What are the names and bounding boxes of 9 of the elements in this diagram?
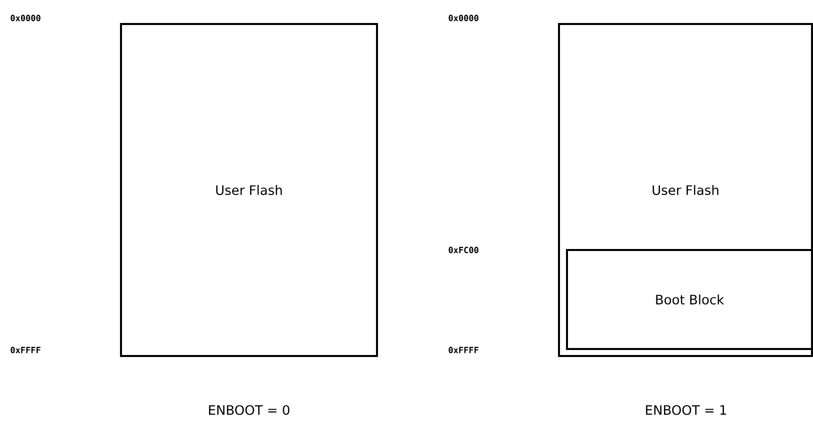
setting-label: ENBOOT = 0 (209, 405, 290, 415)
address-label: 0xFFFF (448, 346, 478, 354)
address-label: 0xFC00 (448, 246, 478, 254)
memory-region-box: User Flash (120, 23, 378, 357)
address-label: 0xFFFF (10, 346, 40, 354)
address-label: 0x0000 (448, 14, 478, 22)
setting-label: ENBOOT = 1 (646, 405, 726, 415)
address-label: 0x0000 (10, 14, 40, 22)
memory-region-box: Boot Block (566, 249, 813, 350)
